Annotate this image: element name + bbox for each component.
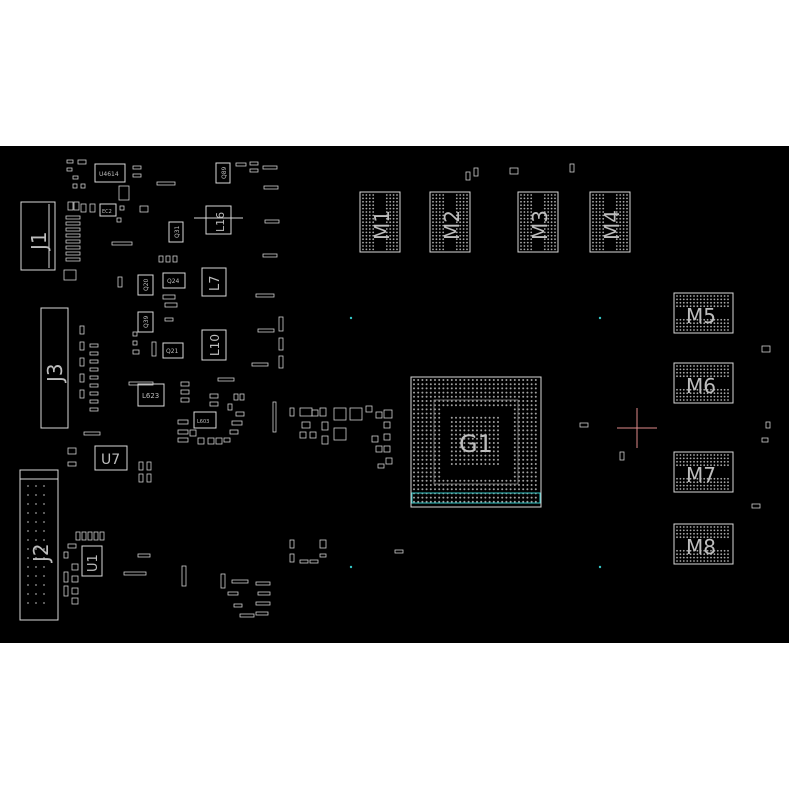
chip-u1[interactable]: U1 [81, 545, 103, 577]
l623-label: L623 [142, 392, 159, 400]
memory-ball-grid [432, 194, 468, 251]
l16-label: L16 [214, 212, 227, 232]
g1-label: G1 [459, 430, 493, 458]
memory-ball-grid [676, 295, 729, 331]
u4614-label: U4614 [99, 171, 119, 178]
transistor-q21[interactable]: Q21 [162, 342, 184, 359]
memory-ball-grid [592, 194, 628, 251]
ic-ec2[interactable]: EC2 [99, 203, 117, 217]
l7-label: L7 [208, 275, 223, 291]
transistor-q24[interactable]: Q24 [162, 272, 186, 289]
transistor-q39[interactable]: Q39 [137, 311, 154, 333]
pcb-board-view: J1 J3 J2 M1 M2 M3 M4 M5 M6 [0, 146, 789, 643]
j2-label: J2 [29, 543, 53, 564]
connector-j2[interactable]: J2 [19, 469, 59, 621]
passive-components [63, 159, 771, 618]
memory-ball-grid [676, 526, 729, 562]
chip-u7[interactable]: U7 [94, 445, 128, 471]
ec2-label: EC2 [102, 209, 112, 215]
m6-label: M6 [686, 374, 716, 398]
l10-label: L10 [208, 334, 222, 356]
m2-label: M2 [440, 210, 464, 240]
memory-m6[interactable]: M6 [673, 362, 734, 404]
memory-m5[interactable]: M5 [673, 292, 734, 334]
memory-ball-grid [676, 365, 729, 401]
q20-label: Q20 [143, 278, 150, 291]
inductor-l10[interactable]: L10 [201, 329, 227, 361]
memory-m2[interactable]: M2 [429, 191, 471, 253]
m7-label: M7 [686, 463, 716, 487]
j3-label: J3 [43, 363, 67, 384]
m1-label: M1 [370, 210, 394, 240]
m5-label: M5 [686, 304, 716, 328]
q24-label: Q24 [167, 278, 180, 285]
fiducial-marks [349, 316, 602, 569]
q31-label: Q31 [174, 225, 181, 238]
pcb-layout-canvas: J1 J3 J2 M1 M2 M3 M4 M5 M6 [19, 159, 771, 621]
gpu-ball-grid [413, 379, 537, 503]
memory-m1[interactable]: M1 [359, 191, 401, 253]
crosshair-marker [617, 408, 657, 448]
q39-label: Q39 [143, 315, 150, 328]
memory-ball-grid [520, 194, 556, 251]
memory-m8[interactable]: M8 [673, 523, 734, 565]
inductor-l16[interactable]: L16 [194, 205, 243, 235]
l603-label: L603 [197, 419, 209, 425]
connector-j3[interactable]: J3 [40, 307, 69, 429]
transistor-q20[interactable]: Q20 [137, 274, 154, 296]
memory-m3[interactable]: M3 [517, 191, 559, 253]
u1-label: U1 [86, 554, 101, 572]
memory-m7[interactable]: M7 [673, 451, 734, 493]
j2-pin-grid [27, 485, 45, 604]
gpu-highlight-row [411, 492, 541, 504]
q89-label: Q89 [221, 166, 228, 179]
inductor-l623[interactable]: L623 [137, 383, 165, 407]
inductor-l7[interactable]: L7 [201, 267, 227, 297]
gpu-g1[interactable]: G1 [410, 376, 542, 508]
memory-m4[interactable]: M4 [589, 191, 631, 253]
connector-j1[interactable]: J1 [20, 201, 56, 271]
ic-q89[interactable]: Q89 [215, 162, 231, 184]
memory-ball-grid [362, 194, 398, 251]
transistor-q31[interactable]: Q31 [168, 221, 184, 243]
u7-label: U7 [101, 452, 120, 468]
j1-label: J1 [27, 231, 51, 252]
memory-ball-grid [676, 454, 729, 490]
m8-label: M8 [686, 535, 716, 559]
m3-label: M3 [528, 210, 552, 240]
ic-l603[interactable]: L603 [193, 411, 217, 429]
ic-u4614[interactable]: U4614 [94, 163, 126, 183]
q21-label: Q21 [166, 348, 179, 355]
m4-label: M4 [600, 210, 624, 240]
